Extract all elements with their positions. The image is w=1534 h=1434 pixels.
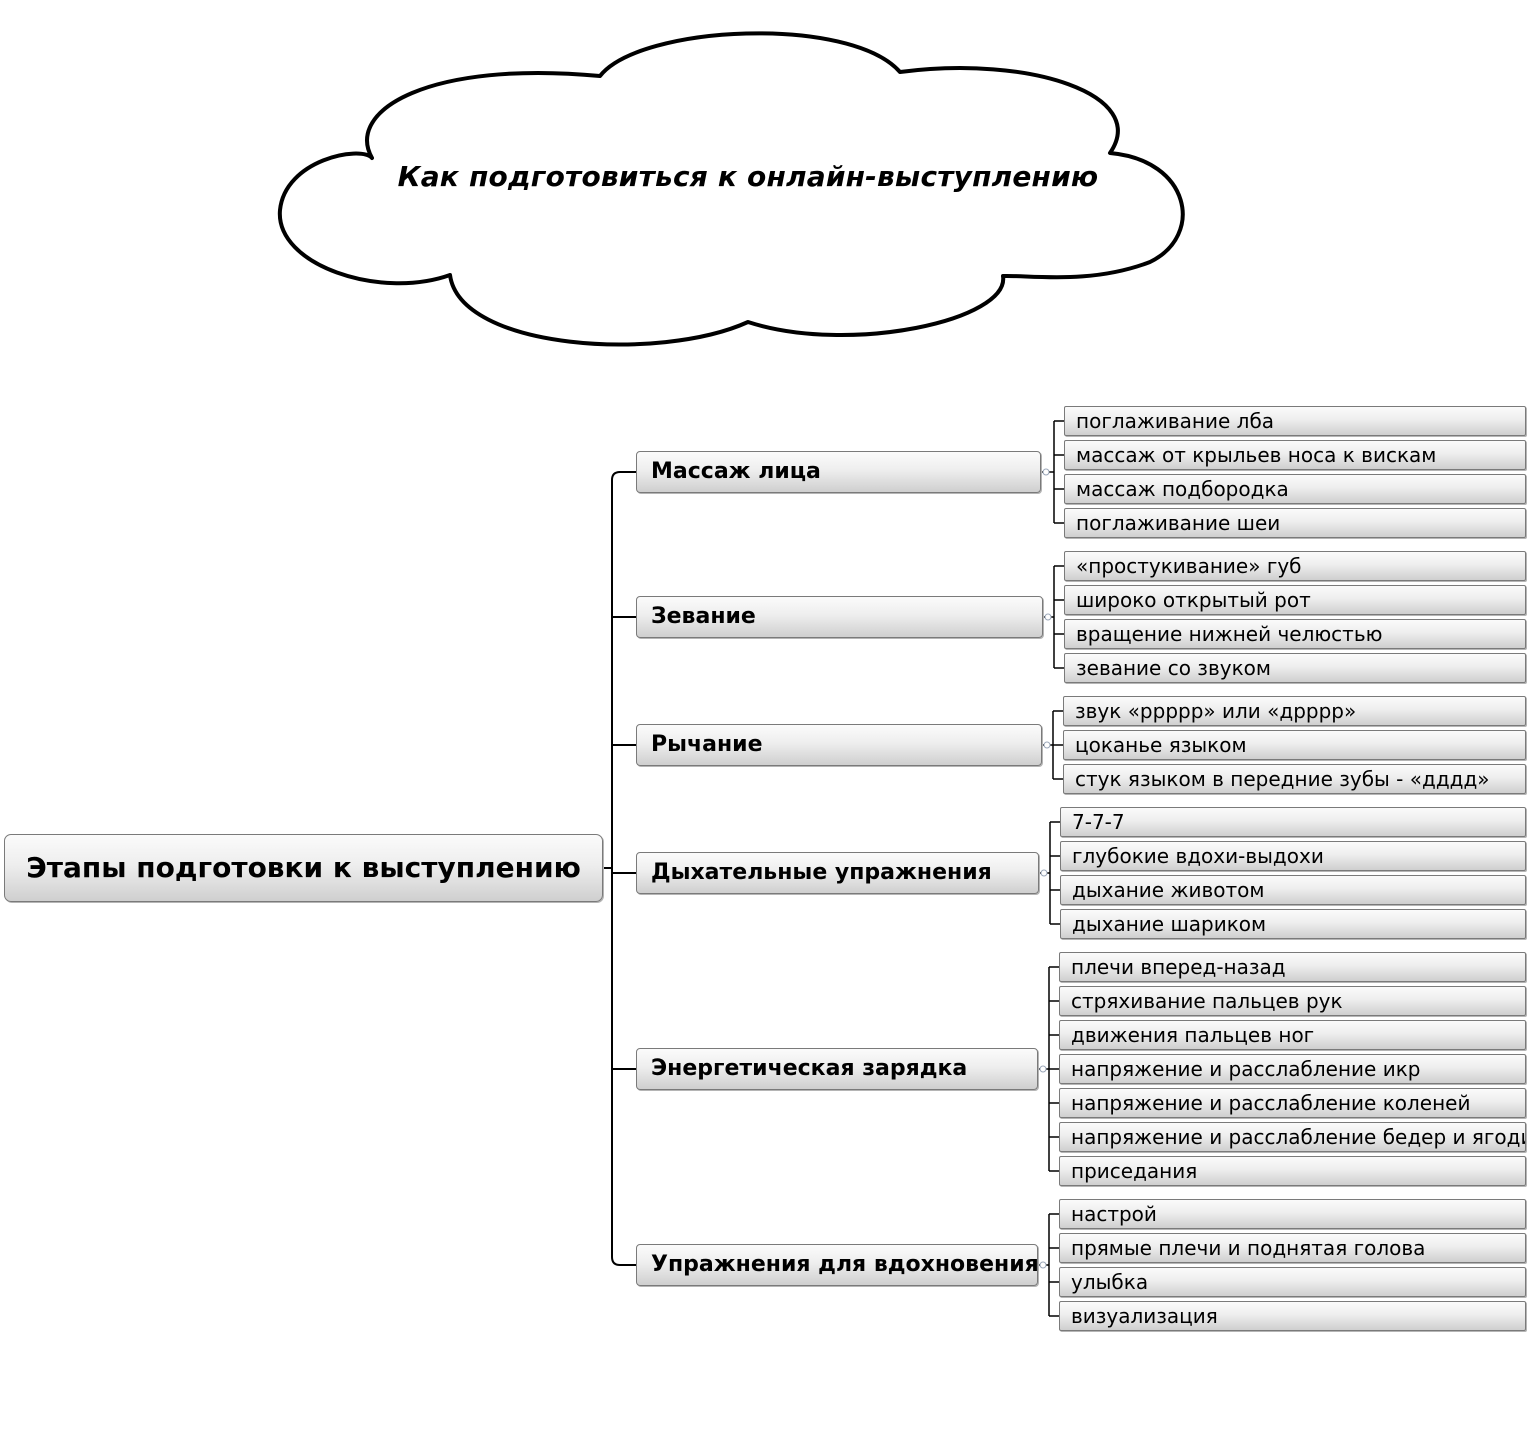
branch-face-massage[interactable]: Массаж лица — [636, 451, 1041, 493]
collapse-toggle-icon[interactable] — [1040, 869, 1048, 877]
collapse-toggle-icon[interactable] — [1044, 613, 1052, 621]
branch-energy-warmup[interactable]: Энергетическая зарядка — [636, 1048, 1038, 1090]
leaf-item[interactable]: настрой — [1059, 1199, 1526, 1229]
collapse-toggle-icon[interactable] — [1039, 1261, 1047, 1269]
leaf-item[interactable]: «простукивание» губ — [1064, 551, 1526, 581]
leaf-item[interactable]: улыбка — [1059, 1267, 1526, 1297]
leaf-item[interactable]: стряхивание пальцев рук — [1059, 986, 1526, 1016]
leaf-item[interactable]: широко открытый рот — [1064, 585, 1526, 615]
leaf-item[interactable]: звук «ррррр» или «дрррр» — [1063, 696, 1526, 726]
collapse-toggle-icon[interactable] — [1043, 741, 1051, 749]
leaf-item[interactable]: цоканье языком — [1063, 730, 1526, 760]
leaf-item[interactable]: приседания — [1059, 1156, 1526, 1186]
leaf-item[interactable]: движения пальцев ног — [1059, 1020, 1526, 1050]
leaf-item[interactable]: напряжение и расслабление коленей — [1059, 1088, 1526, 1118]
root-node[interactable]: Этапы подготовки к выступлению — [4, 834, 603, 902]
leaf-item[interactable]: напряжение и расслабление бедер и ягодиц — [1059, 1122, 1526, 1152]
leaf-item[interactable]: массаж от крыльев носа к вискам — [1064, 440, 1526, 470]
leaf-item[interactable]: вращение нижней челюстью — [1064, 619, 1526, 649]
leaf-item[interactable]: массаж подбородка — [1064, 474, 1526, 504]
diagram-title: Как подготовиться к онлайн-выступлению — [397, 160, 1099, 193]
branch-inspiration[interactable]: Упражнения для вдохновения — [636, 1244, 1038, 1286]
collapse-toggle-icon[interactable] — [1042, 468, 1050, 476]
main-trunk — [611, 471, 636, 1266]
title-cloud — [277, 31, 1185, 347]
leaf-item[interactable]: напряжение и расслабление икр — [1059, 1054, 1526, 1084]
leaf-item[interactable]: плечи вперед-назад — [1059, 952, 1526, 982]
leaf-item[interactable]: поглаживание шеи — [1064, 508, 1526, 538]
leaf-item[interactable]: дыхание шариком — [1060, 909, 1526, 939]
collapse-toggle-icon[interactable] — [1039, 1065, 1047, 1073]
leaf-item[interactable]: глубокие вдохи-выдохи — [1060, 841, 1526, 871]
leaf-item[interactable]: прямые плечи и поднятая голова — [1059, 1233, 1526, 1263]
leaf-item[interactable]: стук языком в передние зубы - «дддд» — [1063, 764, 1526, 794]
leaf-item[interactable]: 7-7-7 — [1060, 807, 1526, 837]
leaf-item[interactable]: визуализация — [1059, 1301, 1526, 1331]
branch-growling[interactable]: Рычание — [636, 724, 1042, 766]
branch-yawning[interactable]: Зевание — [636, 596, 1043, 638]
leaf-item[interactable]: поглаживание лба — [1064, 406, 1526, 436]
leaf-item[interactable]: дыхание животом — [1060, 875, 1526, 905]
leaf-item[interactable]: зевание со звуком — [1064, 653, 1526, 683]
branch-breathing[interactable]: Дыхательные упражнения — [636, 852, 1039, 894]
